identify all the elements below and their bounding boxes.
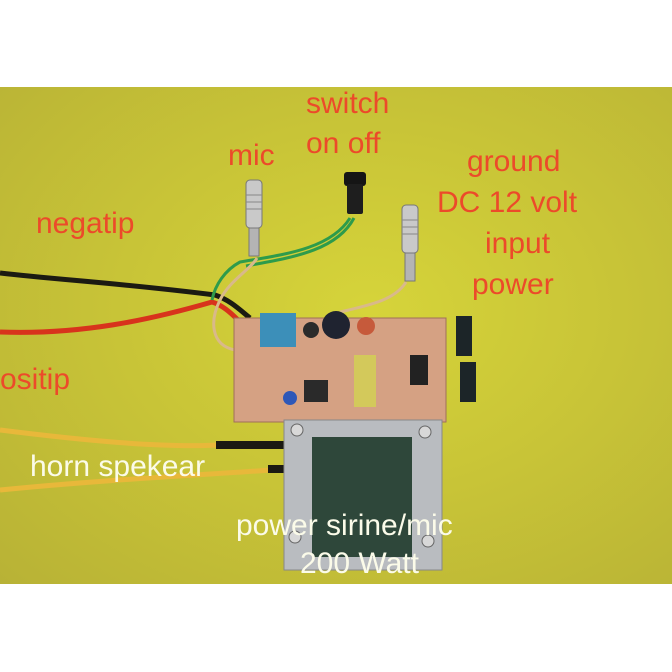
power-transistor-2: [460, 362, 476, 402]
power-jack: [401, 204, 419, 282]
label-negatip: negatip: [36, 207, 135, 240]
label-ground: ground: [467, 145, 561, 178]
horn-wire-1: [0, 427, 219, 449]
product-photo: switch on off mic negatip ground DC 12 v…: [0, 87, 672, 584]
power-transistor-1: [456, 316, 472, 356]
label-dc12volt: DC 12 volt: [437, 186, 578, 219]
capacitor-large: [322, 311, 350, 339]
label-switch-line1: switch: [306, 87, 390, 120]
red-wire: [0, 299, 240, 335]
label-positip: ositip: [0, 363, 71, 396]
circuit-scene: [0, 172, 476, 571]
label-mic: mic: [228, 139, 275, 172]
relay: [260, 313, 296, 347]
driver-transformer: [354, 355, 376, 407]
trimmer-pot: [283, 391, 297, 405]
label-power: power: [472, 268, 554, 301]
power-wire: [339, 281, 408, 314]
horn-wire-2: [0, 467, 273, 493]
output-transformer: [283, 419, 443, 571]
pcb-board: [233, 311, 476, 423]
mic-jack: [245, 179, 263, 257]
capacitor-red: [357, 317, 375, 335]
label-power-sirine: power sirine/mic: [236, 509, 453, 542]
label-input: input: [485, 227, 551, 260]
mic-wire: [212, 257, 259, 352]
label-200-watt: 200 Watt: [300, 547, 419, 580]
black-wire: [0, 270, 252, 320]
on-off-switch: [344, 172, 366, 214]
green-wire: [210, 217, 352, 301]
label-horn-speaker: horn spekear: [30, 450, 206, 483]
label-switch-line2: on off: [306, 127, 381, 160]
